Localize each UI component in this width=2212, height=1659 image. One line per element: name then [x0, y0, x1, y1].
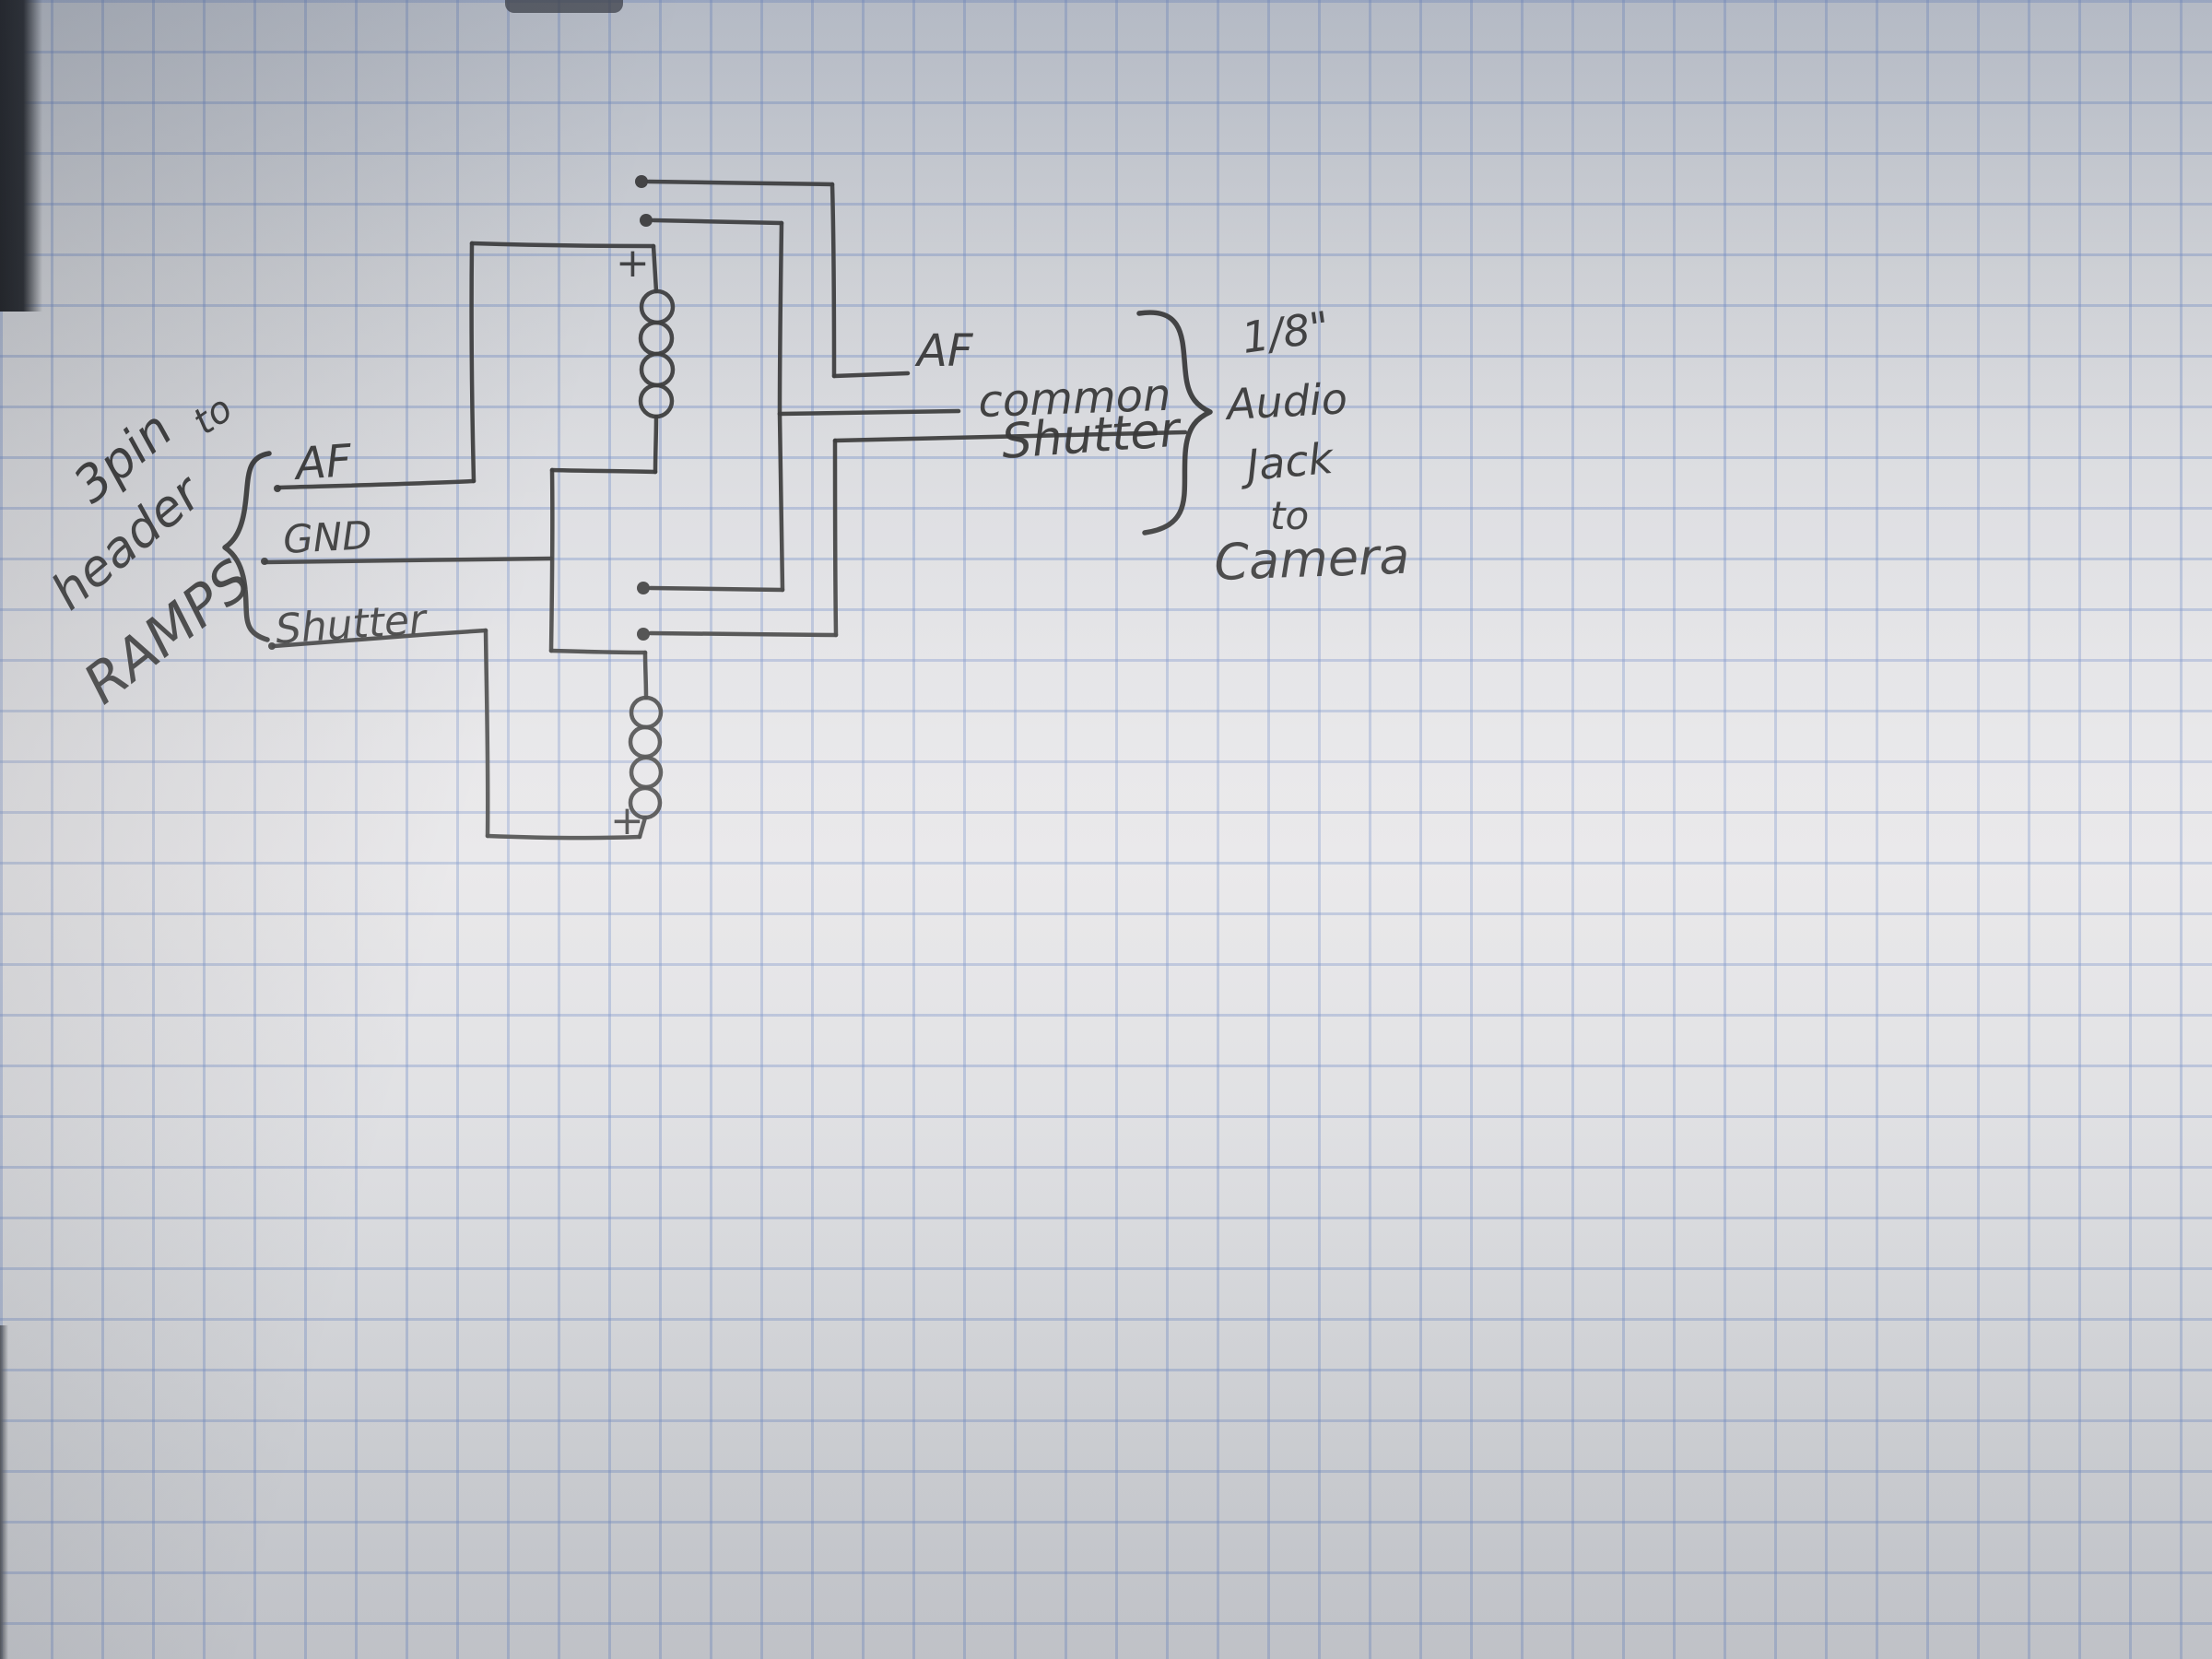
pin-dot-gnd	[261, 558, 268, 565]
relay-coil-top	[638, 243, 676, 475]
coil-loop	[638, 320, 675, 357]
coil-bottom-lead	[637, 815, 648, 840]
coil-loop	[629, 695, 664, 730]
photo-edge-shadow-top	[505, 0, 623, 13]
label-jack-camera: Camera	[1213, 527, 1410, 592]
wire-gnd	[263, 556, 554, 565]
wire-shutter-out	[832, 429, 1188, 443]
relay-coil-bottom	[628, 650, 664, 840]
wire-shutter-left	[271, 628, 488, 649]
wire-bottom-contact-a	[648, 585, 785, 593]
label-pin-gnd: GND	[282, 512, 373, 562]
wire-bottom-horizontal	[485, 833, 642, 841]
wire-common-out	[777, 408, 961, 417]
label-out-shutter: Shutter	[1000, 402, 1184, 470]
ramps-header-wiring	[261, 241, 658, 841]
wire-top-contact-a	[646, 179, 835, 187]
wire-common-riser-bottom	[777, 411, 785, 593]
coil-bottom-lead	[653, 414, 659, 475]
pin-dot-shutter	[268, 642, 276, 650]
label-plus-bottom: +	[610, 797, 644, 844]
audio-jack-wiring	[646, 179, 1188, 638]
coil-loop	[628, 724, 663, 759]
relay-contacts	[635, 175, 653, 641]
label-out-af: AF	[914, 325, 974, 377]
coil-loop	[638, 382, 675, 419]
wire-af-riser-left	[469, 241, 477, 484]
coil-loop	[639, 351, 676, 388]
contact-terminal	[637, 582, 650, 594]
coil-loop	[639, 288, 676, 325]
coil-top-lead	[651, 243, 659, 294]
right-brace	[1136, 310, 1213, 535]
wire-top-contact-b	[651, 218, 784, 226]
wire-shutter-riser-left	[483, 628, 490, 839]
label-jack-to: to	[1270, 493, 1309, 538]
wire-common-riser-top	[777, 220, 784, 417]
coil-loop	[629, 755, 664, 790]
wire-top-horizontal	[469, 241, 656, 249]
wire-shutter-riser-right	[832, 438, 839, 638]
pin-dot-af	[274, 485, 281, 492]
label-plus-top: +	[616, 240, 650, 287]
label-pin-shutter: Shutter	[274, 595, 429, 653]
label-out-common: common	[977, 370, 1171, 428]
wire-bottom-contact-b	[648, 630, 839, 638]
wire-topcoil-to-mid	[549, 467, 658, 475]
contact-terminal	[640, 214, 653, 227]
photo-edge-shadow-top-left	[0, 0, 42, 312]
label-jack-audio: Audio	[1223, 373, 1348, 429]
wire-af-riser-right	[830, 182, 837, 379]
label-to-left: to	[185, 387, 240, 443]
wire-af-left	[276, 478, 477, 490]
label-jack-jack: Jack	[1237, 433, 1336, 491]
contact-terminal	[637, 628, 650, 641]
left-brace	[222, 451, 272, 642]
label-jack-size: 1/8"	[1239, 301, 1333, 363]
wire-mid-bottom	[548, 648, 648, 655]
wire-af-out	[831, 371, 911, 379]
label-pin-af: AF	[291, 435, 355, 490]
contact-terminal	[635, 175, 648, 188]
coil-top-lead	[642, 650, 649, 700]
photo-edge-shadow-bottom-left	[0, 1325, 8, 1659]
